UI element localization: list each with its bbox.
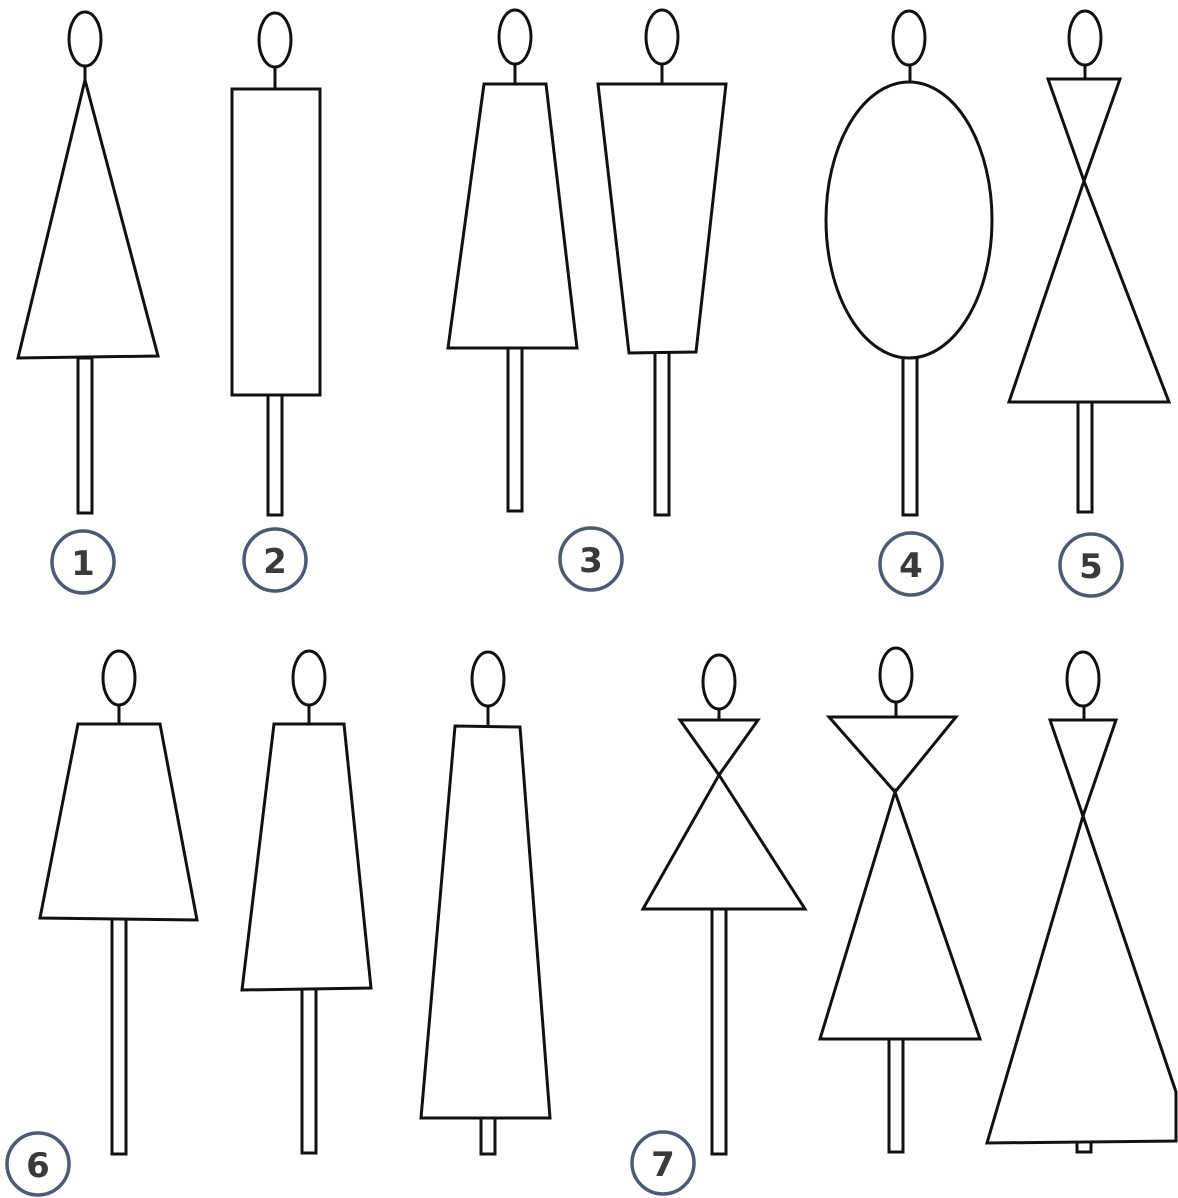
figure-5-upper-body [1048,79,1120,181]
figure-7c-lower-body [987,816,1176,1143]
figure-2-body [232,89,320,395]
figure-6a-legs [112,918,126,1154]
figure-6b-legs [302,988,316,1153]
figure-7a-legs [712,908,726,1154]
figure-7a-head [703,655,735,709]
badge-4-label: 4 [899,546,923,586]
badge-1-label: 1 [71,544,95,584]
figure-1-head [69,12,101,66]
badge-2: 2 [244,529,306,591]
figure-2-head [259,13,291,67]
figure-7c-head [1067,652,1099,706]
figure-7a-lower-body [643,775,805,909]
figure-7a-hourglass [643,655,805,1154]
figure-5-hourglass [1009,11,1169,512]
figure-1-legs [78,358,92,513]
badge-7: 7 [632,1132,694,1194]
figure-5-legs [1078,402,1092,512]
badge-2-label: 2 [263,542,287,582]
figure-6c-legs [481,1118,495,1154]
figure-7c-hourglass [987,652,1176,1152]
badge-5: 5 [1060,534,1122,596]
figure-1-triangle [18,12,158,513]
figure-2-legs [268,395,282,515]
figure-7a-upper-body [680,720,758,775]
figure-3b-body [598,84,726,353]
figure-3a-trapezoid [448,10,577,511]
figure-2-rectangle [232,13,320,515]
badge-3: 3 [560,528,622,590]
figure-6a-trapezoid [40,651,197,1154]
figure-6c-body [421,726,550,1118]
figure-6c-trapezoid [421,652,550,1154]
badge-7-label: 7 [651,1145,675,1185]
figure-4-body [826,82,992,358]
figure-3a-head [499,10,531,64]
badge-3-label: 3 [579,541,603,581]
badge-5-label: 5 [1079,547,1103,587]
figure-4-oval [826,11,992,515]
figure-5-lower-body [1009,181,1169,402]
badge-6: 6 [7,1133,69,1195]
figure-6b-head [293,651,325,705]
badge-1: 1 [52,531,114,593]
badge-4: 4 [880,533,942,595]
figure-3a-body [448,84,577,348]
figure-1-body [18,80,158,358]
figure-7b-legs [889,1038,903,1152]
figure-4-head [893,11,925,65]
figure-7c-upper-body [1050,720,1116,816]
figure-3b-legs [655,352,669,515]
badge-6-label: 6 [26,1146,50,1186]
figure-3a-legs [508,348,522,511]
figure-3b-inverted-trapezoid [598,10,726,515]
figure-6a-body [40,724,197,920]
figure-4-legs [903,355,917,515]
figure-6a-head [103,651,135,705]
figure-5-head [1069,11,1101,65]
figure-6b-trapezoid [242,651,371,1153]
figure-7b-upper-body [829,717,956,792]
figure-7b-head [880,648,912,702]
figure-6b-body [242,724,371,990]
figure-6c-head [472,652,504,706]
figure-3b-head [646,10,678,64]
figure-7b-lower-body [820,792,980,1039]
figure-7b-hourglass [820,648,980,1152]
